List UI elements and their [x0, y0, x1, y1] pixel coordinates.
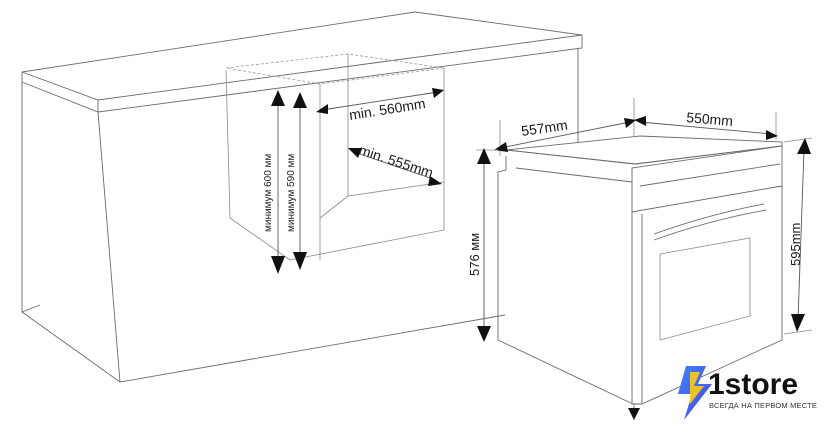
dimension-oven-depth: 557mm [494, 98, 636, 156]
label-oven-total-height: 595mm [788, 223, 803, 266]
oven-niche [225, 53, 445, 261]
label-oven-depth: 557mm [520, 117, 568, 139]
brand-name: 1store [708, 368, 798, 401]
dimension-niche-width: min. 560mm [316, 88, 444, 123]
label-niche-height-600: минимум 600 мм [263, 154, 274, 232]
label-niche-height-590: минимум 590 мм [286, 154, 297, 232]
dimension-oven-total-height: 595mm [783, 137, 813, 335]
built-in-oven [497, 135, 783, 406]
label-niche-depth: min. 555mm [357, 142, 435, 181]
brand-logo: 1store ВСЕГДА НА ПЕРВОМ МЕСТЕ [678, 366, 817, 420]
dimension-oven-bottom-marker [628, 406, 640, 420]
label-oven-body-height: 576 мм [467, 233, 482, 276]
dimension-niche-height-600: минимум 600 мм [263, 90, 285, 274]
label-oven-width: 550mm [686, 109, 734, 129]
dimension-oven-body-height: 576 мм [467, 148, 498, 342]
dimension-niche-height-590: минимум 590 мм [286, 92, 307, 270]
dimension-niche-depth: min. 555mm [348, 142, 442, 186]
kitchen-cabinet [21, 48, 579, 383]
dimension-oven-width: 550mm [634, 109, 778, 140]
lightning-bolt-icon [678, 366, 712, 420]
label-niche-width: min. 560mm [348, 95, 427, 123]
brand-tagline: ВСЕГДА НА ПЕРВОМ МЕСТЕ [709, 401, 817, 410]
